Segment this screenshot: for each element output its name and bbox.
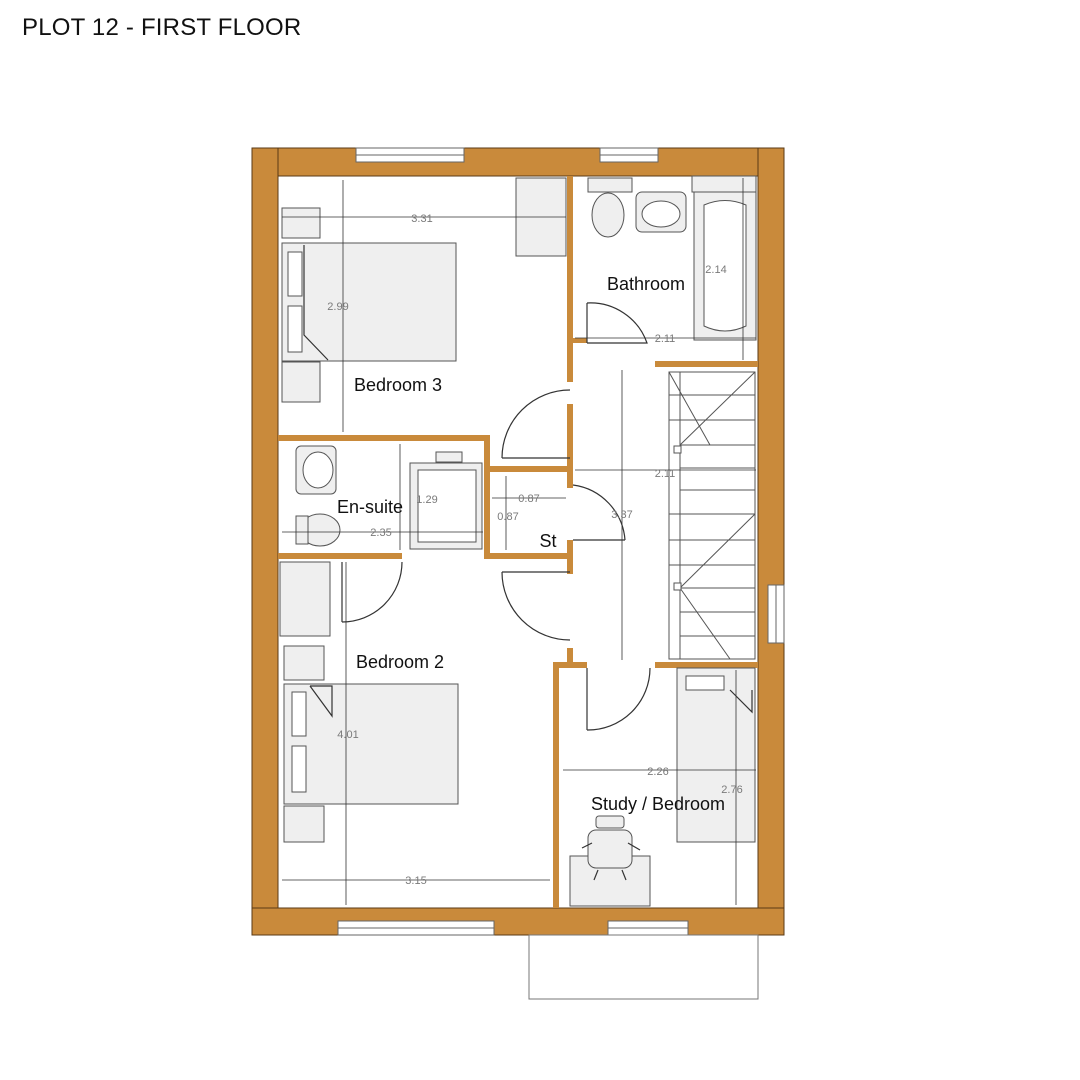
dim-bath-depth: 2.14 <box>705 264 726 276</box>
room-label-bedroom2: Bedroom 2 <box>356 652 444 672</box>
dim-bed2-width: 3.15 <box>405 875 426 887</box>
door-bedroom3 <box>501 389 571 459</box>
windows <box>337 147 785 1000</box>
page-title: PLOT 12 - FIRST FLOOR <box>22 14 302 41</box>
pillow <box>287 251 303 297</box>
wall-bed3-ensuite <box>278 435 490 441</box>
wall-bottom <box>251 907 785 936</box>
wall-bath-stub <box>573 338 587 343</box>
shower-head <box>435 451 463 463</box>
door-bathroom <box>586 302 648 344</box>
wall-ensuite-store <box>484 435 490 559</box>
wall-landing-bed2 <box>567 648 573 666</box>
wall-ensuite-bed2 <box>278 553 402 559</box>
door-store <box>572 484 626 541</box>
pillow <box>291 745 307 793</box>
dim-bed3-depth: 2.99 <box>327 301 348 313</box>
bath-ledge <box>691 175 757 193</box>
wall-store-side-a <box>567 466 573 488</box>
bedroom3-furniture <box>281 177 567 403</box>
bay-projection <box>528 934 759 1000</box>
bedside-table <box>283 805 325 843</box>
dim-study-depth: 2.76 <box>721 784 742 796</box>
door-ensuite <box>341 561 403 623</box>
dimension-lines <box>282 178 756 905</box>
staircase <box>668 371 756 660</box>
wall-store-side-b <box>567 540 573 574</box>
wall-study-top-b <box>655 662 758 668</box>
dim-bath-width: 2.11 <box>655 333 676 345</box>
dim-landing-width: 2.11 <box>655 468 676 480</box>
wall-store-bottom <box>484 553 570 559</box>
duvet-fold <box>309 685 333 718</box>
wall-bed3-bath <box>567 176 573 382</box>
wall-left <box>251 147 279 936</box>
dim-store-width: 0.87 <box>518 493 539 505</box>
dim-ensuite-width: 2.35 <box>370 527 391 539</box>
dim-bed3-width: 3.31 <box>411 213 432 225</box>
room-label-ensuite: En-suite <box>337 497 403 517</box>
duvet-fold <box>729 689 753 714</box>
double-bed <box>281 242 457 362</box>
duvet-fold <box>303 245 329 361</box>
room-label-bedroom3: Bedroom 3 <box>354 375 442 395</box>
double-bed <box>283 683 459 805</box>
wall-bed2-study <box>553 662 559 908</box>
room-labels: Bedroom 3 Bathroom En-suite St Bedroom 2… <box>337 274 725 814</box>
bedside-table <box>283 645 325 681</box>
room-label-store: St <box>539 531 556 551</box>
basin-bowl <box>302 451 334 489</box>
wc-cistern <box>295 515 309 545</box>
wall-right <box>757 147 785 936</box>
bathroom-fixtures <box>587 175 757 341</box>
basin-bowl <box>641 200 681 228</box>
room-label-study: Study / Bedroom <box>591 794 725 814</box>
wall-store-top <box>484 466 570 472</box>
doors <box>341 302 651 731</box>
study-furniture <box>569 667 756 907</box>
single-bed <box>676 667 756 843</box>
door-study <box>586 667 651 731</box>
pillow <box>685 675 725 691</box>
dim-landing-depth: 3.37 <box>611 509 632 521</box>
chair-icon <box>587 829 633 869</box>
bedside-table <box>281 361 321 403</box>
wall-bed3-landing-a <box>567 404 573 466</box>
interior-walls <box>278 176 758 908</box>
toilet-icon <box>591 192 625 238</box>
wall-top <box>251 147 785 177</box>
stair-lower-flight <box>668 513 756 660</box>
room-label-bathroom: Bathroom <box>607 274 685 294</box>
dim-bed2-depth: 4.01 <box>337 729 358 741</box>
bathtub-basin <box>703 200 747 332</box>
bedroom2-furniture <box>279 561 459 843</box>
door-bedroom2 <box>501 571 571 641</box>
wc-cistern <box>587 177 633 193</box>
dim-store-depth: 0.87 <box>497 511 518 523</box>
bedside-table <box>281 207 321 239</box>
pillow <box>291 691 307 737</box>
shower-tray-inner <box>417 469 477 543</box>
dimension-labels: 3.31 2.99 2.14 2.11 2.11 3.37 1.29 2.35 … <box>327 213 742 887</box>
wall-bath-stairs <box>655 361 758 367</box>
ensuite-fixtures <box>295 445 483 550</box>
wall-study-top-a <box>553 662 587 668</box>
pillow <box>287 305 303 353</box>
chair-back <box>595 815 625 829</box>
dim-study-width: 2.26 <box>647 766 668 778</box>
wardrobe <box>279 561 331 637</box>
dim-ensuite-depth: 1.29 <box>416 494 437 506</box>
